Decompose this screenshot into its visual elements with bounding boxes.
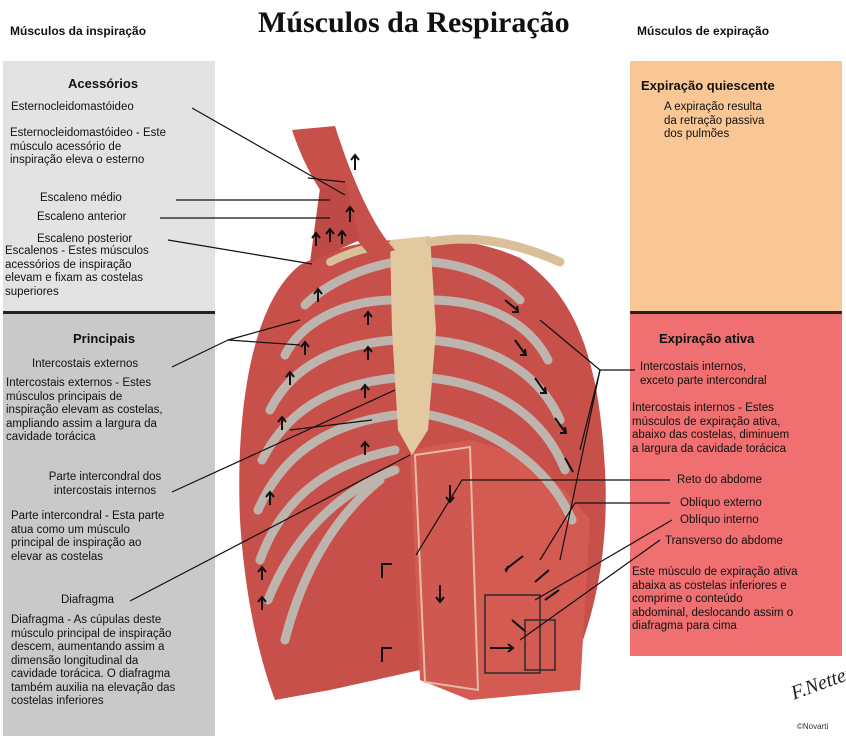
scalenes-description: Escalenos - Estes músculos acessórios de… — [5, 245, 149, 298]
transversus-abdominis-label: Transverso do abdome — [665, 535, 783, 547]
diaphragm-label: Diafragma — [61, 594, 115, 606]
sternocleidomastoid-description: Esternocleidomastóideo - Este músculo ac… — [10, 127, 166, 166]
accessories-panel — [3, 61, 215, 311]
left-leader-lines — [129, 107, 411, 602]
quiet-expiration-panel — [630, 61, 842, 311]
inspiration-header: Músculos da inspiração — [10, 24, 147, 38]
sternocleidomastoid-label: Esternocleidomastóideo — [11, 101, 134, 113]
expiration-arrows — [435, 299, 574, 653]
expiration-header: Músculos de expiração — [637, 24, 770, 38]
rectus-abdominis-label: Reto do abdome — [677, 474, 763, 486]
rectus-sheath — [413, 445, 480, 692]
internal-intercostals-description: Intercostais internos - Estes músculos d… — [632, 402, 790, 455]
diagram-title: Músculos da Respiração — [258, 6, 570, 39]
principal-title: Principais — [73, 331, 136, 346]
scalene-anterior-label: Escaleno anterior — [37, 211, 127, 223]
scalene-posterior-label: Escaleno posterior — [37, 233, 133, 245]
signature-credit: ©Novarti — [797, 722, 829, 731]
active-expiration-panel — [630, 311, 842, 656]
scalene-middle-label: Escaleno médio — [40, 192, 122, 204]
external-intercostals-description: Intercostais externos - Estes músculos p… — [6, 377, 163, 443]
right-leader-lines — [415, 319, 673, 641]
left-ribs — [253, 257, 400, 645]
active-expiration-title: Expiração ativa — [659, 331, 755, 346]
quiet-expiration-description: A expiração resulta da retração passiva … — [664, 101, 765, 140]
diaphragm-description: Diafragma - As cúpulas deste músculo pri… — [11, 614, 176, 707]
principal-panel — [3, 311, 215, 736]
external-oblique-label: Oblíquo externo — [680, 497, 762, 509]
transverse-window — [484, 594, 541, 674]
quiet-expiration-title: Expiração quiescente — [641, 78, 775, 93]
inspiration-arrows — [257, 153, 392, 662]
sternum — [390, 236, 436, 455]
scalenes — [310, 182, 360, 262]
internal-oblique-window — [524, 619, 556, 671]
accessories-title: Acessórios — [68, 76, 139, 91]
clavicle-right — [425, 234, 565, 267]
internal-oblique-label: Oblíquo interno — [680, 514, 759, 526]
abdominal-description: Este músculo de expiração ativa abaixa a… — [632, 566, 798, 632]
intercondral-label: Parte intercondral dos intercostais inte… — [48, 471, 162, 497]
external-intercostals-label: Intercostais externos — [32, 358, 139, 370]
internal-intercostals-label: Intercostais internos, exceto parte inte… — [640, 361, 767, 387]
right-ribs — [425, 257, 577, 525]
intercondral-description: Parte intercondral - Esta parte atua com… — [11, 510, 165, 563]
